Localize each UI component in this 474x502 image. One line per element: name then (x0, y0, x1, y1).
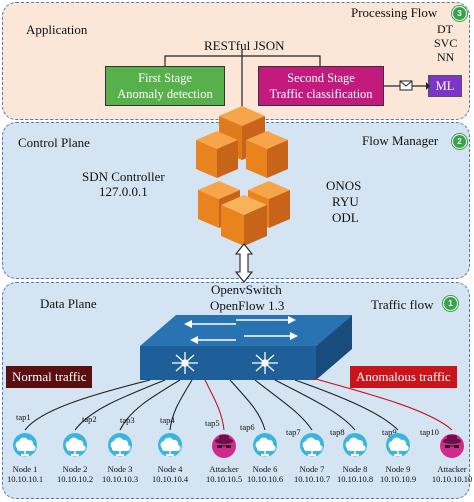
node-ip: 10.10.10.4 (151, 473, 189, 484)
host-cloud-icon (300, 433, 324, 457)
ml-method-dt: DT (437, 22, 453, 36)
node-name: Node 1 (12, 464, 38, 474)
host-cloud-icon (108, 433, 132, 457)
host-cloud-icon (343, 433, 367, 457)
second-stage-box: Second Stage Traffic classification (258, 66, 384, 106)
host-cloud-icon (253, 433, 277, 457)
switch-protocol: OpenFlow 1.3 (210, 298, 285, 313)
tap-label: tap6 (240, 422, 255, 432)
node-name: Node 9 (385, 464, 411, 474)
node-ip: 10.10.10.2 (56, 473, 94, 484)
southbound-double-arrow (234, 243, 254, 283)
data-plane-title: Data Plane (40, 296, 97, 311)
tap-label: tap2 (82, 414, 97, 424)
second-stage-title: Second Stage (287, 71, 355, 85)
normal-traffic-tag: Normal traffic (6, 366, 93, 388)
processing-flow-label: Processing Flow (351, 5, 438, 20)
flow-step-badge: 2 (452, 134, 467, 149)
switch-name: OpenvSwitch (211, 282, 282, 297)
control-plane-title: Control Plane (18, 135, 90, 150)
host-cloud-icon (63, 433, 87, 457)
node-ip: 10.10.10.6 (246, 473, 284, 484)
second-stage-subtitle: Traffic classification (269, 87, 373, 101)
node-name: Node 6 (252, 464, 278, 474)
tap-label: tap9 (382, 427, 397, 437)
message-envelope-icon (399, 80, 413, 91)
first-stage-box: First Stage Anomaly detection (105, 66, 225, 106)
controller-name: SDN Controller (82, 169, 165, 184)
openvswitch-icon (140, 315, 352, 380)
application-panel (2, 2, 470, 120)
tap-label: tap1 (16, 412, 31, 422)
sdn-controller-cubes-icon (196, 106, 290, 246)
node-name: Node 7 (299, 464, 325, 474)
tap-label: tap8 (330, 427, 345, 437)
ml-method-svc: SVC (434, 36, 458, 50)
node-ip: 10.10.10.10 (431, 473, 473, 484)
tap-label: tap4 (160, 415, 175, 425)
tap-label: tap5 (205, 418, 220, 428)
controller-ip: 127.0.0.1 (99, 184, 148, 199)
tap-label: tap3 (120, 415, 135, 425)
host-cloud-icon (158, 433, 182, 457)
controller-ryu: RYU (332, 194, 359, 209)
host-cloud-icon (386, 433, 410, 457)
node-name: Node 3 (107, 464, 133, 474)
attacker-icon (440, 434, 464, 458)
attacker-icon (212, 434, 236, 458)
controller-onos: ONOS (326, 178, 362, 193)
node-ip: 10.10.10.3 (101, 473, 139, 484)
traffic-flow-label: Traffic flow (371, 297, 434, 312)
processing-step-badge: 3 (452, 6, 467, 21)
ml-box: ML (428, 75, 462, 97)
node-name: Node 2 (62, 464, 88, 474)
first-stage-title: First Stage (138, 71, 192, 85)
node-name: Node 4 (157, 464, 183, 474)
tap-label: tap7 (286, 427, 301, 437)
tap-lines (24, 377, 453, 431)
anomalous-traffic-tag: Anomalous traffic (350, 366, 457, 388)
node-name: Node 8 (342, 464, 368, 474)
node-name: Attacker (437, 464, 467, 474)
flow-manager-label: Flow Manager (362, 133, 439, 148)
node-ip: 10.10.10.8 (336, 473, 374, 484)
node-name: Attacker (209, 464, 239, 474)
restful-json-label: RESTful JSON (204, 38, 285, 53)
ml-method-nn: NN (437, 50, 455, 64)
node-ip: 10.10.10.7 (293, 473, 331, 484)
first-stage-subtitle: Anomaly detection (117, 87, 213, 101)
host-cloud-icon (13, 433, 37, 457)
node-ip: 10.10.10.1 (6, 473, 44, 484)
application-title: Application (26, 22, 88, 37)
node-ip: 10.10.10.9 (379, 473, 417, 484)
node-ip: 10.10.10.5 (205, 473, 243, 484)
controller-odl: ODL (332, 210, 359, 225)
traffic-step-badge: 1 (443, 296, 458, 311)
tap-label: tap10 (420, 427, 439, 437)
